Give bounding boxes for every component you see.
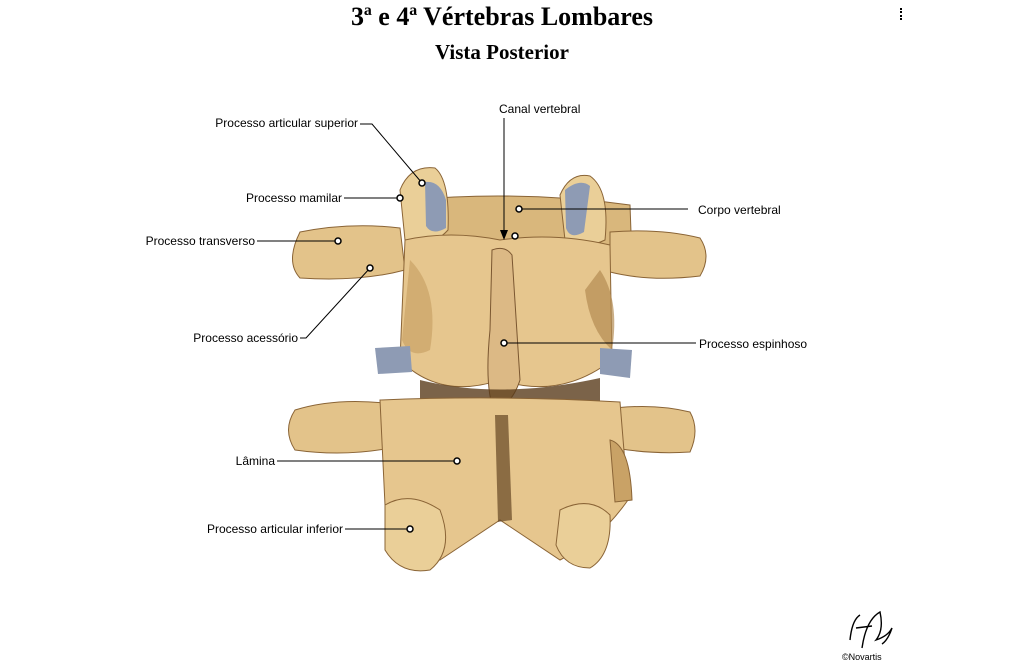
dot-processo-espinhoso [500,339,508,347]
canal-arrowhead [500,230,508,240]
label-lamina: Lâmina [235,454,275,468]
label-processo-acessorio: Processo acessório [193,331,298,345]
dot-lamina [453,457,461,465]
left-inferior-articular-lower [384,498,447,572]
lower-lamina-shade [495,415,512,522]
dot-corpo-vertebral [515,205,523,213]
right-transverse-process-upper [609,230,707,279]
left-articular-facet-upper [425,181,446,232]
right-lower-side-process [609,439,633,503]
page-title: 3ª e 4ª Vértebras Lombares [350,2,654,31]
label-processo-mamilar: Processo mamilar [245,191,342,205]
label-processo-transverso: Processo transverso [145,234,255,248]
dot-canal-vertebral [511,232,519,240]
right-inferior-articular-lower [555,503,611,569]
label-processo-espinhoso: Processo espinhoso [699,337,808,351]
edge-mark [900,8,904,20]
dot-processo-articular-inferior [406,525,414,533]
leader-lines [257,118,696,530]
right-facet-joint-gap [600,348,632,378]
upper-lamina-shade-left [402,260,433,354]
label-processo-articular-inferior: Processo articular inferior [206,522,343,536]
left-transverse-process-lower [288,400,406,454]
copyright-credit: ©Novartis [842,652,882,662]
upper-lamina-shade-right [585,270,615,350]
dot-processo-mamilar [396,194,404,202]
signature-mark [849,610,893,649]
dot-processo-transverso [334,237,342,245]
leader-processo-articular-superior [360,123,423,184]
left-facet-joint-gap [375,346,412,374]
vertebrae-drawing [288,167,707,572]
dot-processo-acessorio [366,264,374,272]
label-corpo-vertebral: Corpo vertebral [698,203,781,217]
page-subtitle: Vista Posterior [435,40,569,64]
left-transverse-process-upper [292,225,406,280]
dot-processo-articular-superior [418,179,426,187]
label-canal-vertebral: Canal vertebral [499,102,581,116]
callout-dots [334,179,523,533]
right-transverse-process-lower [599,405,696,454]
label-processo-articular-superior: Processo articular superior [215,116,358,130]
leader-processo-acessorio [300,267,371,339]
